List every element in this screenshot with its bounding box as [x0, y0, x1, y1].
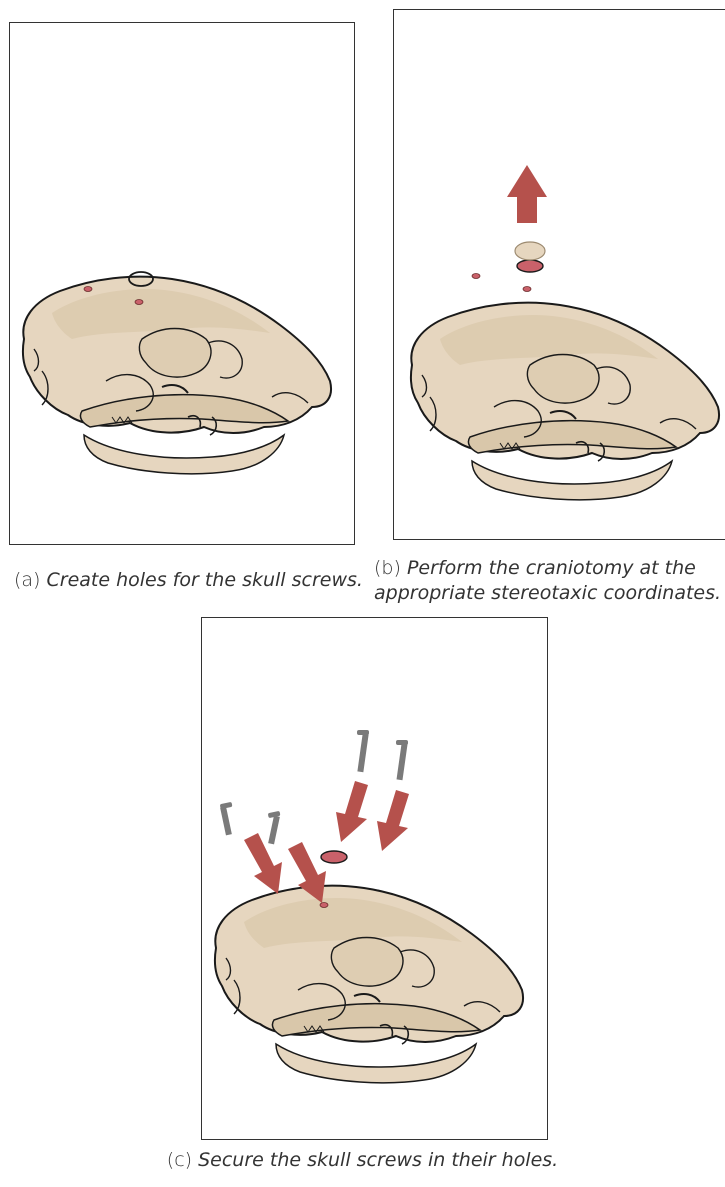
- caption-b-label: (b): [374, 557, 401, 579]
- screw-hole: [320, 903, 328, 908]
- caption-c: (c) Secure the skull screws in their hol…: [0, 1148, 725, 1173]
- skull-screw: [268, 811, 281, 845]
- bone-flap: [515, 242, 545, 260]
- panel-c-figure: [201, 617, 548, 1140]
- screw-hole: [135, 300, 143, 305]
- caption-c-label: (c): [167, 1149, 192, 1171]
- caption-a-text: Create holes for the skull screws.: [47, 569, 363, 591]
- caption-b-text: Perform the craniotomy at the appropriat…: [374, 557, 721, 604]
- skull-screw: [357, 730, 369, 772]
- caption-c-text: Secure the skull screws in their holes.: [198, 1149, 558, 1171]
- insert-arrow: [244, 833, 282, 894]
- caption-a: (a) Create holes for the skull screws.: [14, 568, 364, 593]
- caption-a-label: (a): [14, 569, 40, 591]
- skull-illustration: [411, 303, 719, 500]
- screw-hole: [84, 287, 92, 292]
- screw-hole: [472, 274, 480, 279]
- skull-screw: [220, 802, 233, 836]
- skull-illustration: [215, 886, 523, 1083]
- screw-hole: [523, 287, 531, 292]
- skull-screw: [396, 740, 408, 780]
- panel-b-figure: [393, 9, 725, 540]
- skull-illustration: [23, 277, 331, 474]
- craniotomy-opening: [321, 851, 347, 863]
- craniotomy-opening: [517, 260, 543, 272]
- lift-arrow: [507, 165, 547, 223]
- insert-arrow: [336, 781, 368, 842]
- caption-b: (b) Perform the craniotomy at the approp…: [374, 556, 724, 606]
- panel-a-figure: [9, 22, 355, 545]
- insert-arrow: [377, 790, 409, 851]
